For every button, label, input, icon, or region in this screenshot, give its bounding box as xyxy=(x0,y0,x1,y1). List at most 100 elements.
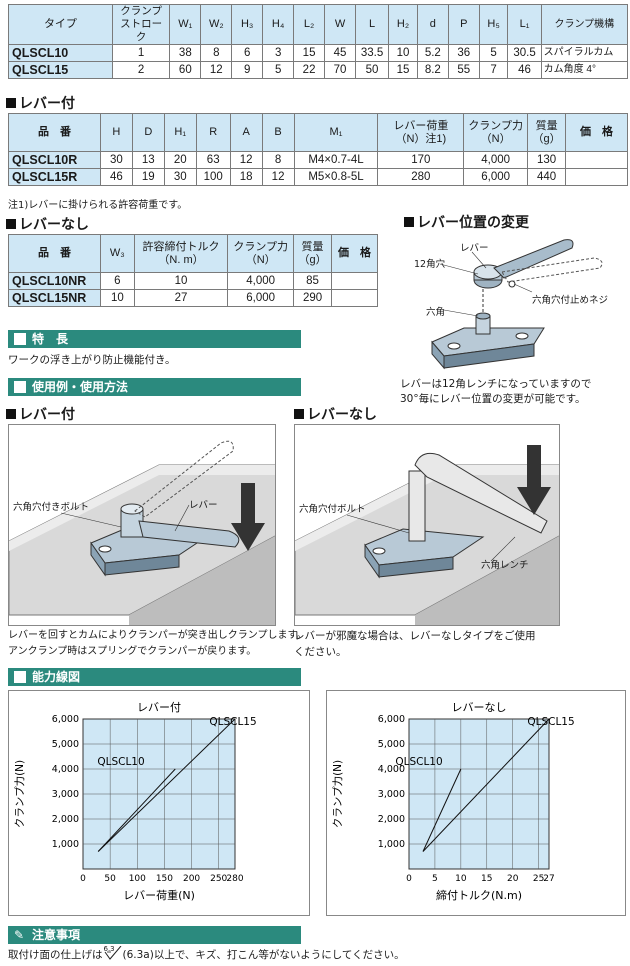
col-header: M₁ xyxy=(293,113,379,152)
y-tick-label: 1,000 xyxy=(52,839,79,850)
col-header: H xyxy=(99,113,133,152)
section-title-lever-position: レバー位置の変更 xyxy=(404,212,529,232)
cell: 46 xyxy=(507,61,542,79)
cell: 46 xyxy=(99,168,133,186)
cell: 8 xyxy=(200,44,233,62)
table-row: QLSCL10R 30 13 20 63 12 8 M4×0.7-4L 170 … xyxy=(8,151,628,169)
col-header: H₅ xyxy=(478,4,509,45)
y-tick-label: 1,000 xyxy=(378,839,405,850)
x-tick-label: 0 xyxy=(80,874,86,884)
label-lever: レバー xyxy=(460,243,489,254)
x-axis-label: レバー荷重(N) xyxy=(123,888,195,902)
x-tick-label: 250 xyxy=(210,874,227,884)
y-axis-label: クランプ力(N) xyxy=(13,760,26,828)
cell: 30 xyxy=(163,168,197,186)
cell: 9 xyxy=(231,61,264,79)
col-header: W₁ xyxy=(169,4,202,45)
col-header: W xyxy=(324,4,356,45)
usage-illustration-nolever: 六角穴付ボルト 六角レンチ xyxy=(294,424,560,626)
usage-title-lever: レバー付 xyxy=(6,404,75,424)
features-header-bar: 特 長 xyxy=(8,330,301,348)
model-cell: QLSCL10R xyxy=(8,151,101,169)
col-header: R xyxy=(195,113,231,152)
col-header: クランプ力 （N） xyxy=(463,113,529,152)
cell: 36 xyxy=(447,44,480,62)
capacity-header-bar: 能力線図 xyxy=(8,668,301,686)
cell: 130 xyxy=(527,151,567,169)
cell: 55 xyxy=(447,61,480,79)
model-cell: QLSCL10NR xyxy=(8,272,101,290)
col-header: 価 格 xyxy=(331,234,378,273)
series-label: QLSCL15 xyxy=(209,716,256,728)
lever-position-illustration: レバー 12角穴 六角穴付止めネジ 六角 xyxy=(404,232,626,374)
label-set-screw: 六角穴付止めネジ xyxy=(532,295,609,306)
cell: M4×0.7-4L xyxy=(293,151,379,169)
cell: 1 xyxy=(111,44,171,62)
cell: 6 xyxy=(231,44,264,62)
x-tick-label: 150 xyxy=(156,874,173,884)
col-header: H₃ xyxy=(231,4,264,45)
cell: 2 xyxy=(111,61,171,79)
col-header: クランプ力 （N） xyxy=(227,234,295,273)
model-cell: QLSCL10 xyxy=(8,44,113,62)
y-tick-label: 2,000 xyxy=(378,814,405,825)
lever-position-drawing xyxy=(431,239,603,370)
y-axis-label: クランプ力(N) xyxy=(331,760,344,828)
cell: 6,000 xyxy=(227,289,295,307)
col-header: W₂ xyxy=(200,4,233,45)
desc-line: アンクランプ時はスプリングでクランパーが戻ります。 xyxy=(8,646,257,657)
col-header: 品 番 xyxy=(8,234,101,273)
col-header: 許容締付トルク （N. m） xyxy=(133,234,229,273)
cell: M5×0.8-5L xyxy=(293,168,379,186)
price-cell xyxy=(565,151,628,169)
label-lever: レバー xyxy=(189,500,218,511)
type-spec-table: タイプ クランプ ストローク W₁ W₂ H₃ H₄ L₂ W L H₂ d P… xyxy=(8,4,629,79)
cell: 10 xyxy=(99,289,135,307)
col-header: A xyxy=(229,113,263,152)
cell: 12 xyxy=(261,168,295,186)
x-tick-label: 25 xyxy=(533,874,544,884)
cell: 13 xyxy=(131,151,165,169)
y-tick-label: 6,000 xyxy=(378,714,405,725)
x-tick-label: 280 xyxy=(226,874,243,884)
cell: 30.5 xyxy=(507,44,542,62)
price-cell xyxy=(331,272,378,290)
x-tick-label: 200 xyxy=(183,874,200,884)
cell: 18 xyxy=(229,168,263,186)
cell: 3 xyxy=(262,44,295,62)
col-header: 品 番 xyxy=(8,113,101,152)
cell: 15 xyxy=(388,61,418,79)
col-header: L xyxy=(354,4,390,45)
lever-spec-table: 品 番 H D H₁ R A B M₁ レバー荷重 （N）注1) クランプ力 （… xyxy=(8,113,628,186)
desc-line: 30°毎にレバー位置の変更が可能です。 xyxy=(400,393,586,405)
caution-text-post: (6.3a)以上で、キズ、打こん等がないようにしてください。 xyxy=(122,949,405,961)
lever-position-desc: レバーは12角レンチになっていますので 30°毎にレバー位置の変更が可能です。 xyxy=(400,377,591,407)
desc-line: レバーは12角レンチになっていますので xyxy=(400,378,592,390)
cell: 100 xyxy=(195,168,231,186)
series-line xyxy=(97,718,236,852)
cell: 5 xyxy=(478,44,509,62)
cell: 30 xyxy=(99,151,133,169)
chart-title: レバーなし xyxy=(452,701,507,714)
cell: 22 xyxy=(293,61,326,79)
y-tick-label: 5,000 xyxy=(378,739,405,750)
col-header: L₂ xyxy=(293,4,326,45)
label-hex-wrench: 六角レンチ xyxy=(481,560,529,571)
lever-usage-drawing xyxy=(9,440,275,625)
y-tick-label: 4,000 xyxy=(378,764,405,775)
x-tick-label: 10 xyxy=(455,874,467,884)
cell: 27 xyxy=(133,289,229,307)
series-line xyxy=(97,768,176,852)
roughness-symbol-icon: 6.3 xyxy=(103,945,123,960)
usage-lever-desc: レバーを回すとカムによりクランパーが突き出しクランプします。 アンクランプ時はス… xyxy=(8,628,307,660)
cell: 85 xyxy=(293,272,333,290)
table-row: QLSCL10NR 6 10 4,000 85 xyxy=(8,272,378,290)
usage-illustration-lever: 六角穴付きボルト レバー xyxy=(8,424,276,626)
chart-title: レバー付 xyxy=(137,701,181,714)
col-header: 質量 （g） xyxy=(293,234,333,273)
features-text: ワークの浮き上がり防止機能付き。 xyxy=(8,354,176,366)
nolever-spec-table: 品 番 W₃ 許容締付トルク （N. m） クランプ力 （N） 質量 （g） 価… xyxy=(8,234,378,307)
series-line xyxy=(422,768,462,852)
